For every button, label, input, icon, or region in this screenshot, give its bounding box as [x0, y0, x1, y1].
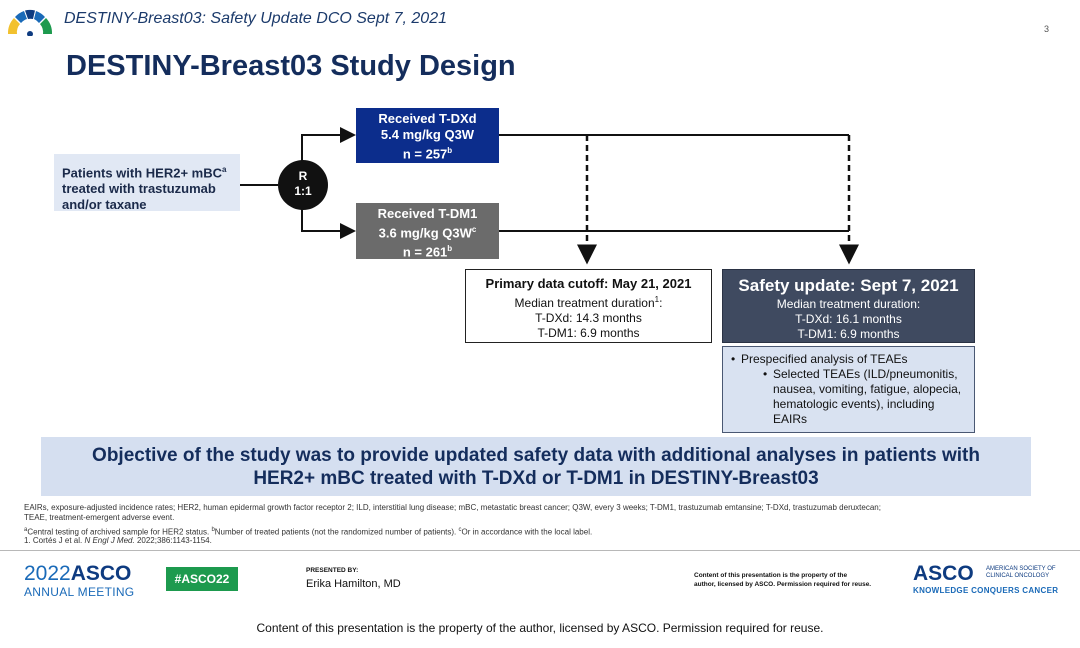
objective-banner: Objective of the study was to provide up… — [41, 437, 1031, 496]
randomization-ratio: 1:1 — [294, 184, 312, 198]
presenter-name: Erika Hamilton, MD — [306, 578, 401, 590]
safety-update-tdm1: T-DM1: 6.9 months — [797, 327, 900, 341]
safety-update-duration-label: Median treatment duration: — [776, 297, 921, 311]
footnote-abbrev-line2: TEAE, treatment-emergent adverse event. — [24, 513, 175, 522]
patients-line1: Patients with HER2+ mBC — [62, 165, 223, 181]
footer-divider — [0, 550, 1080, 551]
footnote-abbreviations: EAIRs, exposure-adjusted incidence rates… — [24, 503, 1054, 523]
primary-cutoff-ref-mark: 1 — [654, 295, 660, 304]
footnote-c: Or in accordance with the local label. — [461, 527, 593, 537]
footnote-notes: aCentral testing of archived sample for … — [24, 525, 1054, 538]
footer-content-note-line1: Content of this presentation is the prop… — [694, 572, 848, 579]
arm-tdm1-name: Received T-DM1 — [377, 206, 478, 221]
hashtag-badge: #ASCO22 — [166, 567, 238, 591]
reference-authors: 1. Cortés J et al. — [24, 536, 85, 545]
safety-update-txd: T-DXd: 16.1 months — [795, 312, 902, 326]
safety-update-box: Safety update: Sept 7, 2021 Median treat… — [722, 269, 975, 343]
arm-tdm1-box: Received T-DM1 3.6 mg/kg Q3Wc n = 261b — [356, 203, 499, 260]
asco-meeting-subtitle: ANNUAL MEETING — [24, 585, 135, 599]
asco-meeting-year: 2022 — [24, 562, 71, 585]
footer-content-note: Content of this presentation is the prop… — [694, 571, 894, 589]
reference-citation: 2022;386:1143-1154. — [134, 536, 212, 545]
patients-footnote-mark: a — [222, 165, 227, 174]
analysis-item: Prespecified analysis of TEAEs — [729, 352, 968, 367]
footnote-a: Central testing of archived sample for H… — [27, 527, 212, 537]
arm-tdm1-dose-footnote-mark: c — [471, 225, 477, 234]
primary-cutoff-box: Primary data cutoff: May 21, 2021 Median… — [465, 269, 712, 343]
page-title: DESTINY-Breast03 Study Design — [66, 50, 516, 82]
slide-number: 3 — [1044, 24, 1050, 34]
asco-society-line1: AMERICAN SOCIETY OF — [986, 566, 1056, 572]
primary-cutoff-duration-label: Median treatment duration — [514, 296, 655, 310]
asco-society-name: AMERICAN SOCIETY OF CLINICAL ONCOLOGY — [986, 566, 1056, 580]
arm-txd-box: Received T-DXd 5.4 mg/kg Q3W n = 257b — [356, 108, 499, 163]
arm-txd-n-footnote-mark: b — [447, 146, 453, 155]
asco-tagline: KNOWLEDGE CONQUERS CANCER — [913, 586, 1059, 595]
footnote-b-mark: b — [211, 527, 215, 533]
header-title: DESTINY-Breast03: Safety Update DCO Sept… — [64, 10, 447, 27]
presented-by-label: PRESENTED BY: — [306, 567, 359, 574]
randomization-circle: R 1:1 — [278, 160, 328, 210]
footnote-abbrev-line1: EAIRs, exposure-adjusted incidence rates… — [24, 503, 881, 512]
arm-txd-n: n = 257 — [402, 146, 448, 162]
primary-cutoff-title: Primary data cutoff: May 21, 2021 — [485, 276, 692, 291]
asco-logo: ASCO — [913, 562, 974, 585]
footnote-reference: 1. Cortés J et al. N Engl J Med. 2022;38… — [24, 536, 1054, 546]
footnote-c-mark: c — [458, 527, 462, 533]
primary-cutoff-colon: : — [659, 296, 663, 310]
patients-box: Patients with HER2+ mBCa treated with tr… — [54, 154, 240, 213]
objective-line1: Objective of the study was to provide up… — [92, 445, 980, 466]
asco-society-line2: CLINICAL ONCOLOGY — [986, 573, 1050, 579]
safety-update-title: Safety update: Sept 7, 2021 — [738, 276, 959, 295]
analysis-subitem: Selected TEAEs (ILD/pneumonitis, nausea,… — [729, 367, 968, 427]
footer-content-note-line2: author, licensed by ASCO. Permission req… — [694, 581, 872, 588]
asco-meeting-name: ASCO — [70, 562, 132, 585]
primary-cutoff-txd: T-DXd: 14.3 months — [535, 311, 642, 325]
patients-line2: treated with trastuzumab — [62, 181, 216, 197]
branch-to-arm-tdm1 — [301, 208, 356, 239]
footnote-b: Number of treated patients (not the rand… — [214, 527, 459, 537]
footnote-a-mark: a — [24, 527, 28, 533]
arm-txd-dose: 5.4 mg/kg Q3W — [380, 127, 475, 142]
study-flow-connectors — [240, 127, 859, 265]
bottom-copyright-note: Content of this presentation is the prop… — [256, 621, 824, 635]
reference-journal: N Engl J Med. — [84, 536, 135, 545]
branch-to-arm-txd — [301, 127, 356, 162]
conference-logo-icon — [7, 9, 53, 36]
asco-meeting-logo: 2022ASCO — [24, 562, 131, 586]
arm-txd-name: Received T-DXd — [378, 111, 477, 126]
arm-tdm1-n: n = 261 — [402, 244, 448, 260]
primary-cutoff-tdm1: T-DM1: 6.9 months — [537, 326, 640, 340]
arm-tdm1-n-footnote-mark: b — [447, 244, 453, 254]
patients-line3: and/or taxane — [62, 197, 147, 213]
arm-tdm1-dose: 3.6 mg/kg Q3W — [378, 225, 472, 241]
objective-line2: HER2+ mBC treated with T-DXd or T-DM1 in… — [253, 468, 819, 489]
analysis-box: Prespecified analysis of TEAEs Selected … — [722, 346, 975, 433]
randomization-label: R — [298, 169, 308, 183]
